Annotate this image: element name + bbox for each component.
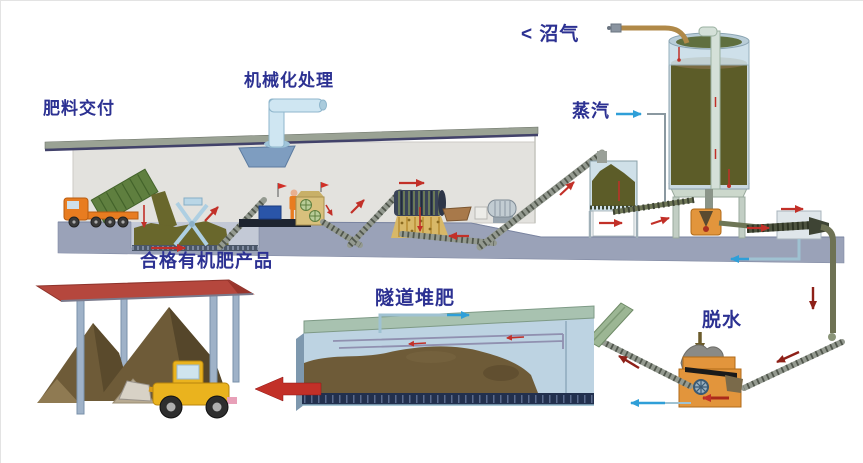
conveyor-to-tunnel — [592, 335, 693, 389]
flow-arrow-up-left — [618, 354, 640, 370]
tipping-container — [90, 168, 159, 224]
control-box — [258, 205, 282, 220]
flow-arrow-up — [559, 181, 575, 196]
label-qualified-product: 合格有机肥产品 — [140, 251, 273, 271]
label-mechanized-processing: 机械化处理 — [244, 71, 334, 90]
worker — [290, 189, 298, 197]
label-steam: 蒸汽 — [572, 101, 610, 121]
flow-arrow-left — [506, 334, 525, 341]
flow-arrow-up — [650, 216, 670, 226]
flow-arrow-down — [325, 204, 333, 216]
flow-arrow-left — [408, 340, 427, 347]
hall-roof — [44, 126, 539, 150]
dumped-waste-stream — [151, 191, 177, 231]
drive-motor — [487, 199, 517, 218]
tunnel-vent-pipe — [378, 313, 447, 333]
label-biogas: < 沼气 — [521, 24, 580, 45]
tank-contents — [592, 164, 635, 206]
exhaust-funnel — [238, 145, 296, 168]
discharge-screw — [718, 205, 829, 240]
steam-line — [616, 110, 666, 205]
flow-arrow-left — [776, 350, 800, 364]
tunnel-compost — [304, 346, 538, 393]
liquor-return-pipe — [730, 239, 801, 263]
conveyor-to-dewatering — [741, 339, 845, 391]
red-flag — [278, 183, 287, 189]
delivery-truck — [63, 168, 177, 231]
flow-arrow-up — [350, 199, 365, 214]
product-out-arrow — [254, 376, 322, 402]
receiving-pit — [132, 197, 258, 252]
tunnel-roof — [303, 305, 595, 334]
dewatering-press — [678, 332, 743, 408]
digestate-downpipe — [809, 224, 836, 341]
flow-arrow-up — [204, 206, 219, 222]
biogas-nozzle — [610, 23, 622, 33]
buffer-tank — [588, 151, 639, 238]
undersize-conveyor — [399, 199, 517, 246]
wheel-loader — [118, 360, 237, 419]
digester-tank — [607, 23, 750, 239]
biogas-pipe — [621, 25, 690, 44]
digester-contents — [671, 63, 747, 185]
spreader-pipes — [332, 333, 564, 349]
vent-pipe-arm — [268, 98, 324, 113]
composting-tunnel — [254, 305, 691, 411]
central-riser-pipe — [710, 30, 721, 190]
label-dewatering: 脱水 — [702, 310, 743, 331]
loader-bucket — [118, 380, 152, 402]
shredder — [295, 182, 333, 226]
label-tunnel-composting: 隧道堆肥 — [375, 288, 456, 309]
roof-vent-stack — [238, 98, 327, 168]
trommel-screen — [391, 179, 472, 238]
oversize-tray — [442, 206, 472, 222]
feed-pump — [612, 189, 722, 236]
tunnel-infeed-chute — [586, 302, 634, 348]
conveyor-to-buffer-tank — [476, 149, 606, 251]
sorting-platform — [239, 183, 311, 227]
label-fertilizer-delivery: 肥料交付 — [43, 99, 115, 118]
red-flag — [321, 182, 329, 188]
conveyor-to-trommel — [320, 189, 403, 248]
